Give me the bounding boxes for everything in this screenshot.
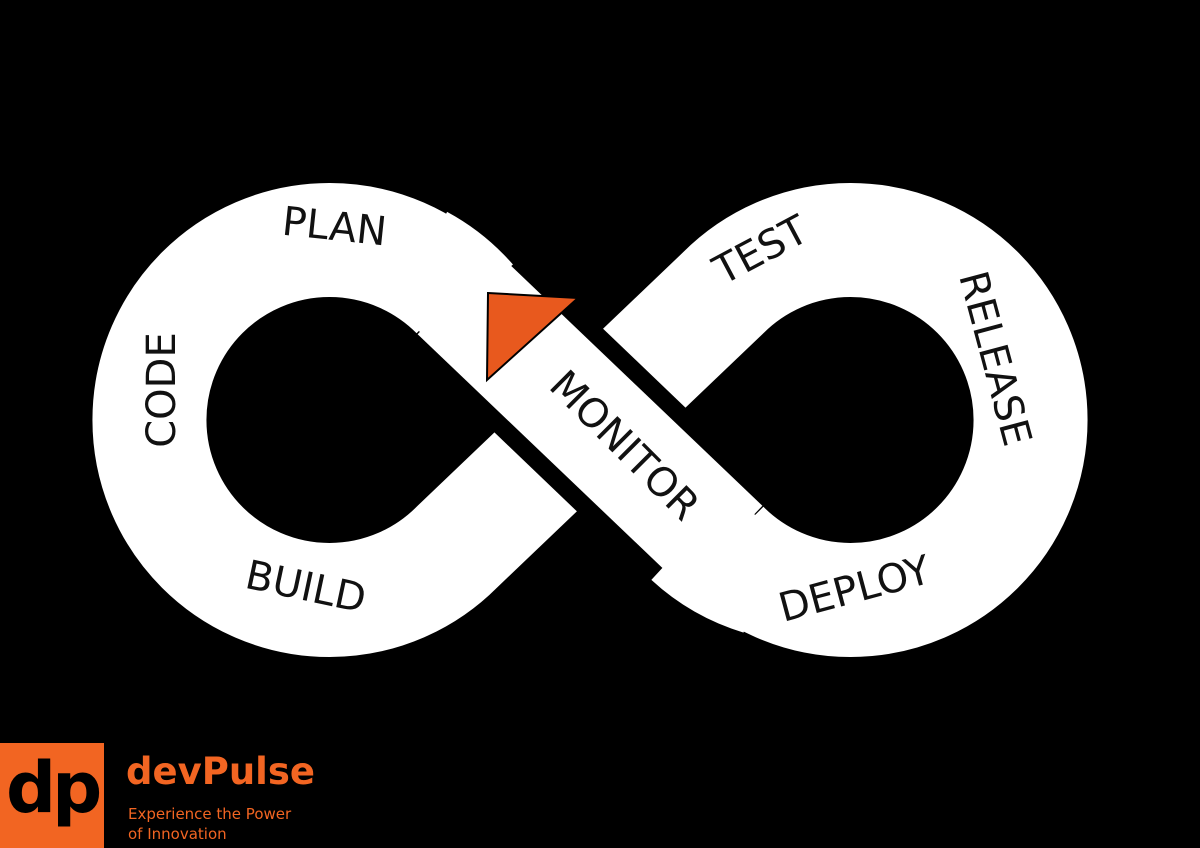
brand-tagline: Experience the Power of Innovation: [128, 804, 328, 844]
brand-name: devPulse: [126, 750, 315, 793]
arrow-head-triangle: [485, 291, 581, 383]
logo-mark: dp: [6, 747, 102, 829]
tagline-line-2: of Innovation: [128, 825, 227, 843]
stage-plan: PLAN: [280, 199, 389, 256]
tagline-line-1: Experience the Power: [128, 805, 292, 823]
brand-logo: dp: [0, 743, 104, 848]
stage-code: CODE: [139, 332, 185, 448]
